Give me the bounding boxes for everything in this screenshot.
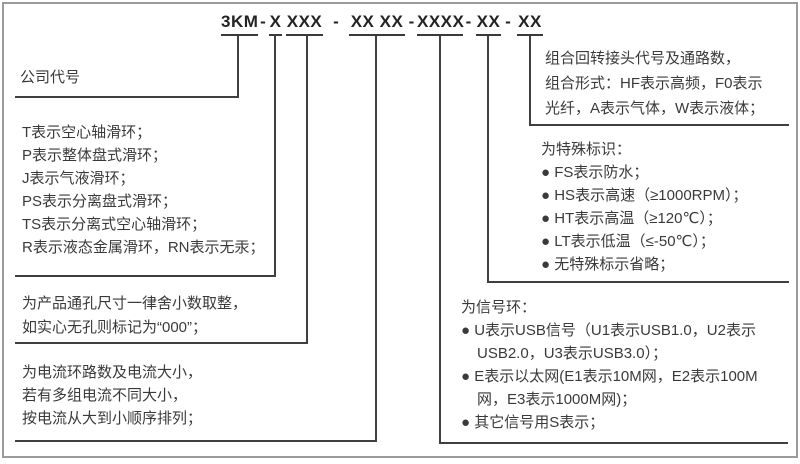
note-line: ● U表示USB信号（U1表示USB1.0，U2表示 [461,322,756,339]
connector-company-code-horizontal [15,96,239,98]
note-line: J表示气液滑环； [22,170,135,187]
connector-special-mark-horizontal [487,281,789,283]
bore-size-note: 为产品通孔尺寸一律舍小数取整， 如实心无孔则标记为“000”； [22,292,247,340]
connector-current-horizontal [15,440,377,442]
connector-bore-size-horizontal [15,342,308,344]
separator-dash: - [505,12,511,31]
ring-type-note: T表示空心轴滑环； P表示整体盘式滑环； J表示气液滑环； PS表示分离盘式滑环… [22,121,265,259]
note-line: 网，E3表示1000M网)； [477,391,637,408]
note-line: R表示液态金属滑环，RN表示无汞； [22,239,265,256]
note-line: ● 无特殊标示省略； [541,256,675,273]
connector-ring-type-vertical [274,36,276,275]
model-segment-signal: XXXX [417,12,464,36]
note-title: 为信号环： [461,299,537,316]
separator-dash: - [260,12,266,31]
model-segment-rotary-joint: XX [517,12,543,36]
model-segment-ring-type: X [269,12,282,36]
note-line: ● HS表示高速（≥1000RPM）； [541,187,748,204]
separator-dash: - [333,12,339,31]
connector-signal-vertical [439,36,441,442]
rotary-joint-note: 组合回转接头代号及通路数， 组合形式：HF表示高频，F0表示 光纤，A表示气体，… [545,46,764,121]
signal-ring-note: 为信号环： ● U表示USB信号（U1表示USB1.0，U2表示 USB2.0，… [461,296,758,434]
note-line: ● FS表示防水； [541,164,649,181]
connector-bore-size-vertical [306,36,308,342]
note-line: USB2.0，U3表示USB3.0）； [477,345,668,362]
note-line: 如实心无孔则标记为“000”； [22,319,208,336]
note-line: 若有多组电流不同大小， [22,387,188,404]
connector-signal-horizontal [439,442,788,444]
note-line: 为电流环路数及电流大小， [22,364,203,381]
special-mark-note: 为特殊标识： ● FS表示防水； ● HS表示高速（≥1000RPM）； ● H… [541,138,748,276]
note-line: P表示整体盘式滑环； [22,147,168,164]
note-line: TS表示分离式空心轴滑环； [22,216,207,233]
note-line: ● 其它信号用S表示； [461,414,605,431]
note-line: T表示空心轴滑环； [22,124,152,141]
separator-dash: - [408,12,415,31]
connector-company-code-vertical [237,36,239,96]
connector-special-mark-vertical [487,36,489,281]
model-segment-current: XX XX [349,12,405,36]
note-line: PS表示分离盘式滑环； [22,193,178,210]
company-code-note: 公司代号 [20,66,80,89]
model-segment-special-mark: XX [476,12,501,36]
connector-rotary-joint-vertical [529,36,531,124]
note-line: ● LT表示低温（≤-50℃）； [541,233,715,250]
separator-dash: - [465,12,472,31]
connector-rotary-joint-horizontal [529,124,789,126]
connector-ring-type-horizontal [15,275,276,277]
connector-current-vertical [375,36,377,440]
note-line: 组合回转接头代号及通路数， [545,50,741,67]
note-line: 组合形式：HF表示高频，F0表示 [545,75,763,92]
note-line: 公司代号 [20,69,81,86]
note-line: ● HT表示高温（≥120℃）； [541,210,722,227]
current-note: 为电流环路数及电流大小， 若有多组电流不同大小， 按电流从大到小顺序排列； [22,361,202,430]
model-segment-company-code: 3KM [221,12,258,36]
note-line: 按电流从大到小顺序排列； [22,410,203,427]
note-title: 为特殊标识： [541,141,632,158]
model-segment-bore-size: XXX [286,12,323,36]
note-line: ● E表示以太网(E1表示10M网，E2表示100M [461,368,758,385]
note-line: 光纤，A表示气体，W表示液体； [545,100,765,117]
note-line: 为产品通孔尺寸一律舍小数取整， [22,295,248,312]
